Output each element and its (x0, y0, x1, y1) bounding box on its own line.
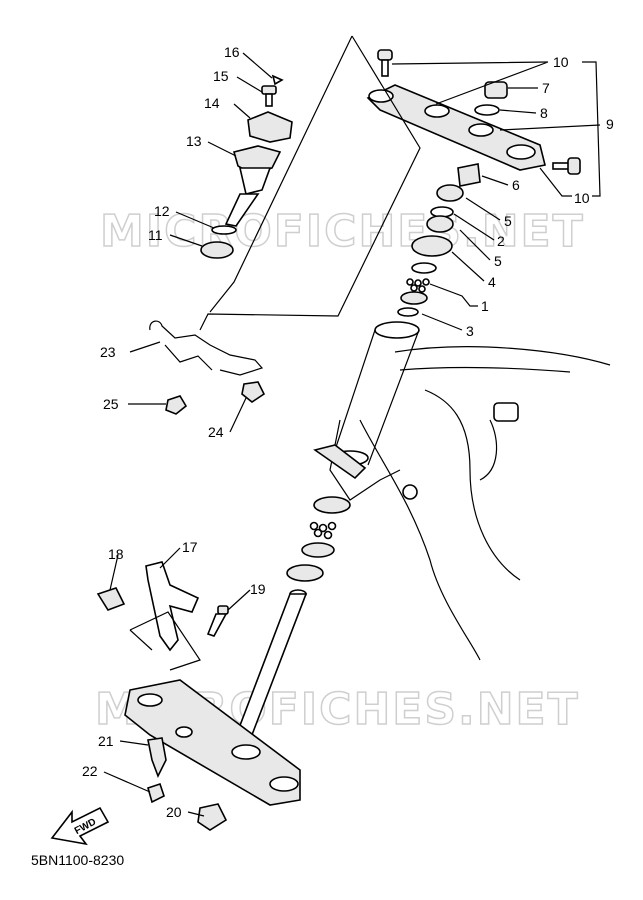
label-part-9: 9 (606, 116, 614, 132)
ring-nut-5b (426, 215, 454, 233)
label-part-25: 25 (103, 396, 119, 412)
label-part-14: 14 (204, 95, 220, 111)
holder-14 (247, 111, 293, 143)
fwd-arrow: FWD (50, 806, 110, 846)
damper-18 (96, 587, 126, 611)
label-part-6: 6 (512, 177, 520, 193)
bolt-10-right (552, 157, 581, 175)
holder-13-shaft (224, 193, 260, 227)
bracket-17-outline (129, 611, 201, 671)
steering-stop (313, 444, 367, 480)
seal-3 (397, 307, 419, 317)
label-part-5a: 5 (504, 213, 512, 229)
label-part-7: 7 (542, 80, 550, 96)
bolt-15-shank (265, 93, 273, 107)
bolt-10-top (377, 49, 393, 77)
upper-bearing-stack (397, 163, 481, 317)
nut-20 (197, 803, 228, 831)
label-part-12: 12 (154, 203, 170, 219)
frame-bolt-hole (402, 484, 418, 500)
label-part-8: 8 (540, 105, 548, 121)
watermark-top: MICROFICHES.NET (100, 206, 585, 257)
handlebar-holder-group (200, 74, 293, 259)
label-part-16: 16 (224, 44, 240, 60)
label-part-20: 20 (166, 804, 182, 820)
race-1 (400, 291, 428, 305)
leader-lines (103, 52, 601, 817)
clamp-21 (147, 737, 167, 778)
frame-bracket (493, 402, 519, 422)
bolt-22 (147, 782, 165, 804)
head-pipe (313, 321, 420, 480)
nut-25 (165, 395, 188, 415)
damper-11 (200, 241, 234, 259)
label-part-18: 18 (108, 546, 124, 562)
label-part-1: 1 (481, 298, 489, 314)
holder-13-body (238, 167, 272, 195)
label-part-10-right: 10 (574, 190, 590, 206)
washer-8 (474, 104, 500, 116)
label-part-2: 2 (497, 233, 505, 249)
lower-bearing-stack (286, 496, 351, 582)
frame-outline (329, 346, 611, 661)
washer-12 (211, 225, 237, 235)
label-part-3: 3 (466, 323, 474, 339)
bracket-17 (145, 561, 200, 652)
balls-1 (406, 278, 430, 293)
bearing-race (411, 262, 437, 274)
under-bracket (124, 679, 301, 806)
label-part-19: 19 (250, 581, 266, 597)
label-part-21: 21 (98, 733, 114, 749)
label-part-13: 13 (186, 133, 202, 149)
label-part-5b: 5 (494, 253, 502, 269)
label-part-22: 22 (82, 763, 98, 779)
label-part-10-top: 10 (553, 54, 569, 70)
clamp-24 (241, 381, 266, 403)
upper-bracket (366, 84, 546, 171)
bolt-15-head (261, 85, 277, 95)
ring-nut-5a (436, 184, 464, 202)
cap-16 (271, 74, 284, 86)
label-part-24: 24 (208, 424, 224, 440)
cable-guide-23 (149, 320, 264, 376)
label-part-17: 17 (182, 539, 198, 555)
diagram-code: 5BN1100-8230 (31, 852, 124, 868)
label-part-23: 23 (100, 344, 116, 360)
bearing-cover-4 (411, 235, 453, 257)
label-part-15: 15 (213, 68, 229, 84)
label-part-11: 11 (148, 227, 163, 243)
label-part-4: 4 (488, 274, 496, 290)
holder-13-top (233, 145, 282, 175)
bolt-19 (206, 605, 229, 637)
lock-washer-6 (457, 163, 481, 187)
holder-group-outline (199, 35, 421, 331)
